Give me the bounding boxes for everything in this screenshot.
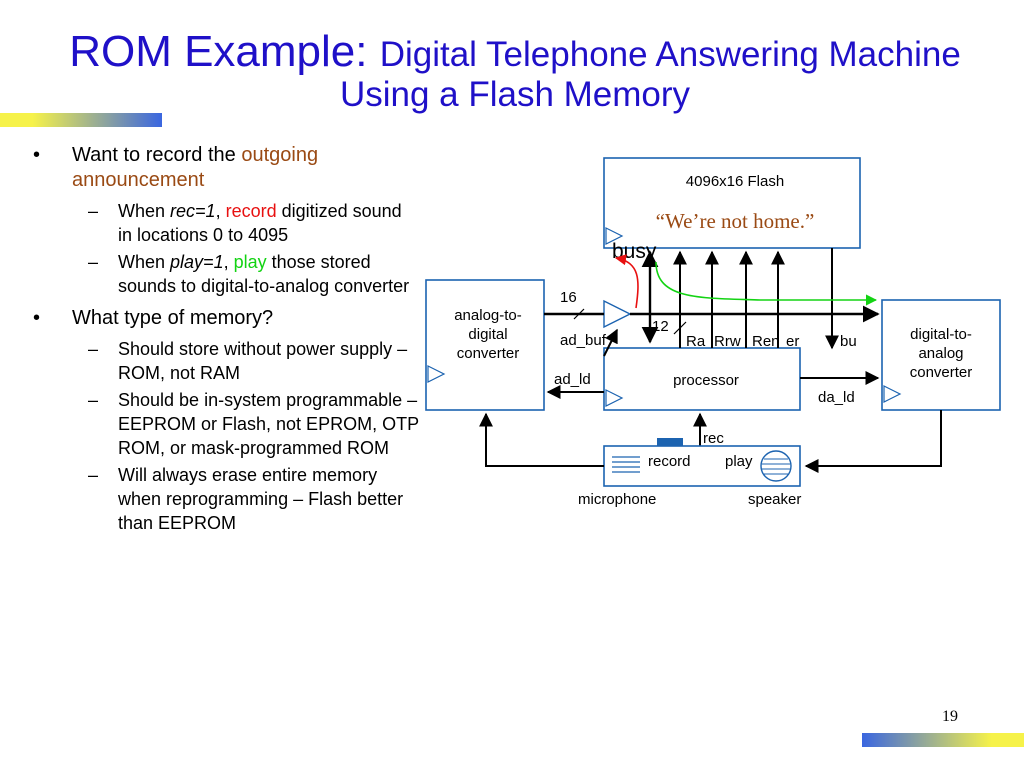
- ad-buf-line: [603, 328, 618, 357]
- bus-width-12: 12: [652, 318, 669, 335]
- sub-bullet-item: – When play=1, play those stored sounds …: [30, 250, 420, 298]
- microphone-to-adc-line: [479, 412, 604, 467]
- dac-block: digital-to- analog converter: [881, 299, 1001, 411]
- flash-memory-block: 4096x16 Flash “We’re not home.”: [603, 157, 861, 249]
- play-word: play: [233, 252, 267, 272]
- dac-to-speaker-line: [804, 410, 942, 473]
- title-part-1: ROM Example:: [69, 27, 380, 76]
- sub-bullet-text: those stored sounds to digital-to-analog…: [118, 252, 410, 296]
- flash-label: 4096x16 Flash: [686, 173, 784, 190]
- signal-ad-buf: ad_buf: [560, 332, 607, 349]
- bullet-item: • What type of memory?: [30, 306, 420, 331]
- flash-quote: “We’re not home.”: [656, 209, 815, 233]
- speaker-label: speaker: [748, 491, 801, 508]
- slide-title: ROM Example: Digital Telephone Answering…: [20, 27, 1010, 115]
- sub-bullet-text: digitized sound in locations 0 to 4095: [118, 201, 402, 245]
- signal-rec: rec: [703, 430, 724, 447]
- sub-bullet-symbol: –: [88, 252, 99, 272]
- sub-bullet-item: – Should be in-system programmable – EEP…: [30, 388, 420, 460]
- record-word: record: [225, 201, 277, 221]
- record-flow-arrow: [614, 254, 639, 309]
- sub-bullet-text: Should be in-system programmable – EEPRO…: [118, 390, 419, 458]
- bullet-symbol: •: [33, 144, 41, 166]
- sub-bullet-text: When: [118, 201, 171, 221]
- bus-width-16: 16: [560, 289, 577, 306]
- sub-bullet-text: When: [118, 252, 171, 272]
- adc-label-line: digital: [468, 326, 507, 343]
- adc-block: analog-to- digital converter: [425, 279, 545, 411]
- speaker-icon: [760, 450, 792, 482]
- record-label: record: [648, 453, 691, 470]
- sub-bullet-text: Should store without power supply – ROM,…: [118, 339, 408, 383]
- signal-ad-ld: ad_ld: [554, 371, 591, 388]
- bus-width-tick: [573, 308, 585, 320]
- sub-bullet-text: Will always erase entire memory when rep…: [118, 465, 404, 533]
- decorative-bar-bottom-right: [862, 733, 1024, 747]
- adc-label-line: analog-to-: [454, 307, 522, 324]
- slide-number: 19: [942, 708, 958, 725]
- bus-width-tick: [673, 321, 687, 335]
- adc-label-line: converter: [457, 345, 520, 362]
- processor-label: processor: [673, 372, 739, 389]
- title-part-3: Using a Flash Memory: [339, 75, 691, 115]
- microphone-icon: [612, 456, 640, 473]
- sub-bullet-symbol: –: [88, 390, 99, 410]
- sub-bullet-text: ,: [223, 252, 234, 272]
- signal-name: play=1: [170, 252, 224, 272]
- bullet-symbol: •: [33, 307, 41, 329]
- sub-bullet-symbol: –: [88, 339, 99, 359]
- bullet-text: Want to record the: [72, 144, 242, 166]
- phone-panel: record play: [603, 445, 801, 487]
- tristate-buffer-icon: [603, 299, 632, 329]
- title-part-2: Digital Telephone Answering Machine: [379, 35, 961, 74]
- bullet-highlight: outgoing announcement: [72, 144, 319, 191]
- bullet-item: • Want to record the outgoing announceme…: [30, 143, 420, 193]
- decorative-bar-top-left: [0, 113, 162, 127]
- signal-rrw: Rrw: [714, 333, 741, 350]
- busy-label: busy: [612, 240, 657, 263]
- processor-block: processor: [603, 347, 801, 411]
- signal-bu: bu: [840, 333, 857, 350]
- bullet-list: • Want to record the outgoing announceme…: [30, 143, 420, 538]
- play-flow-arrow: [655, 261, 878, 306]
- signal-ren: Ren: [752, 333, 780, 350]
- sub-bullet-item: – Will always erase entire memory when r…: [30, 463, 420, 535]
- microphone-label: microphone: [578, 491, 656, 508]
- sub-bullet-text: ,: [215, 201, 226, 221]
- sub-bullet-item: – Should store without power supply – RO…: [30, 337, 420, 385]
- signal-er: er: [786, 333, 799, 350]
- bullet-text: What type of memory?: [72, 307, 274, 329]
- signal-da-ld: da_ld: [818, 389, 855, 406]
- play-label: play: [725, 453, 753, 470]
- rec-button-icon: [657, 438, 683, 446]
- sub-bullet-item: – When rec=1, record digitized sound in …: [30, 199, 420, 247]
- signal-ra: Ra: [686, 333, 706, 350]
- sub-bullet-symbol: –: [88, 201, 99, 221]
- dac-label-line: analog: [918, 345, 963, 362]
- signal-name: rec=1: [170, 201, 216, 221]
- sub-bullet-symbol: –: [88, 465, 99, 485]
- dac-label-line: digital-to-: [910, 326, 972, 343]
- dac-label-line: converter: [910, 364, 973, 381]
